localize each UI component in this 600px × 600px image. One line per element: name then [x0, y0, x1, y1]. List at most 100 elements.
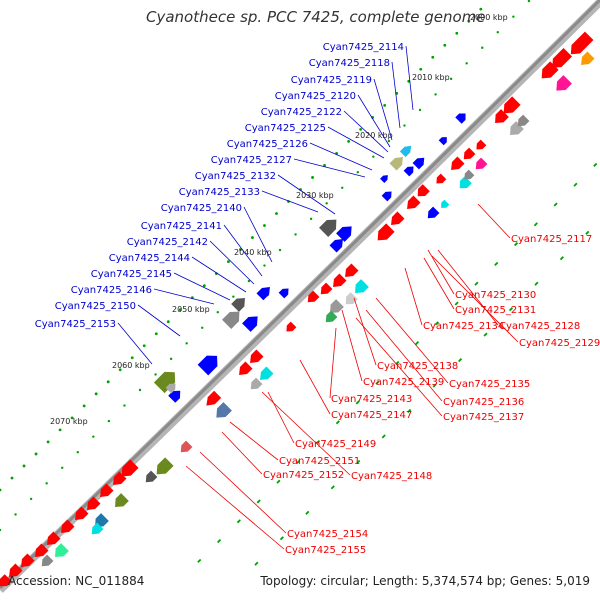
- plus-gene-label[interactable]: Cyan7425_2119: [291, 75, 372, 86]
- gc-dot: [185, 342, 188, 345]
- plus-label-connector: [343, 110, 389, 153]
- gc-dash: [254, 561, 259, 566]
- minus-gene-label[interactable]: Cyan7425_2130: [455, 290, 536, 301]
- gc-dot: [22, 464, 26, 468]
- plus-gene-label[interactable]: Cyan7425_2146: [71, 285, 152, 296]
- minus-gene-label[interactable]: Cyan7425_2129: [519, 338, 600, 349]
- minus-gene-label[interactable]: Cyan7425_2151: [279, 456, 360, 467]
- gc-dot: [275, 212, 278, 215]
- gene-minus: [121, 459, 139, 477]
- plus-gene-label[interactable]: Cyan7425_2132: [195, 171, 276, 182]
- gc-dash: [355, 400, 360, 405]
- gene-track: [0, 31, 595, 587]
- gc-dot: [479, 7, 483, 11]
- gene-minus: [391, 211, 405, 225]
- minus-label-connector: [341, 309, 363, 382]
- plus-gene-label[interactable]: Cyan7425_2153: [35, 319, 116, 330]
- gene-plus: [197, 355, 218, 376]
- kbp-tick-label: 2040 kbp: [234, 248, 272, 257]
- gene-minus: [451, 156, 465, 170]
- kbp-tick-label: 2050 kbp: [172, 305, 210, 314]
- gene-plus: [380, 175, 388, 183]
- gc-dot: [70, 416, 74, 420]
- plus-label-connector: [373, 78, 393, 141]
- minus-gene-label[interactable]: Cyan7425_2117: [511, 234, 592, 245]
- minus-gene-label[interactable]: Cyan7425_2143: [331, 394, 412, 405]
- gc-dot: [232, 295, 235, 298]
- gc-dot: [263, 264, 266, 267]
- minus-gene-label[interactable]: Cyan7425_2128: [499, 321, 580, 332]
- minus-gene-label[interactable]: Cyan7425_2148: [351, 471, 432, 482]
- gene-minus: [355, 279, 369, 293]
- plus-gene-label[interactable]: Cyan7425_2125: [245, 123, 326, 134]
- minus-gene-label[interactable]: Cyan7425_2136: [443, 397, 524, 408]
- gc-dot: [431, 55, 435, 59]
- minus-gene-label[interactable]: Cyan7425_2155: [285, 545, 366, 556]
- gene-minus: [180, 440, 193, 453]
- gene-minus: [35, 543, 49, 557]
- minus-label-connector: [299, 359, 331, 415]
- minus-label-connector: [185, 465, 285, 550]
- plus-gene-label[interactable]: Cyan7425_2140: [161, 203, 242, 214]
- gc-dot: [34, 452, 38, 456]
- gc-dot: [107, 419, 111, 423]
- minus-gene-label[interactable]: Cyan7425_2154: [287, 529, 368, 540]
- gc-dot: [278, 248, 282, 252]
- plus-gene-label[interactable]: Cyan7425_2141: [141, 221, 222, 232]
- minus-label-connector: [365, 309, 443, 402]
- gc-dot: [309, 217, 313, 221]
- gc-dot: [82, 404, 86, 408]
- plus-gene-label[interactable]: Cyan7425_2150: [55, 301, 136, 312]
- minus-gene-label[interactable]: Cyan7425_2139: [363, 377, 444, 388]
- gene-minus: [517, 114, 530, 127]
- gc-dot: [403, 124, 406, 127]
- plus-label-connector: [309, 142, 373, 171]
- minus-label-connector: [427, 249, 455, 295]
- minus-gene-label[interactable]: Cyan7425_2138: [377, 361, 458, 372]
- gene-minus: [476, 139, 487, 150]
- gc-dash: [296, 459, 301, 464]
- plus-label-connector: [357, 94, 391, 148]
- plus-label-connector: [191, 256, 247, 293]
- plus-label-connector: [261, 190, 319, 213]
- gc-dot: [359, 127, 363, 131]
- gene-plus: [222, 311, 240, 329]
- minus-gene-label[interactable]: Cyan7425_2137: [443, 412, 524, 423]
- plus-gene-label[interactable]: Cyan7425_2120: [275, 91, 356, 102]
- plus-gene-label[interactable]: Cyan7425_2133: [179, 187, 260, 198]
- gene-minus: [503, 96, 521, 114]
- plus-gene-label[interactable]: Cyan7425_2122: [261, 107, 342, 118]
- plus-gene-label[interactable]: Cyan7425_2144: [109, 253, 190, 264]
- gc-dash: [434, 321, 439, 326]
- gene-minus: [325, 310, 338, 323]
- gc-dot: [118, 368, 122, 372]
- gc-dash: [559, 256, 564, 261]
- gc-dot: [45, 482, 48, 485]
- gc-dot: [94, 392, 98, 396]
- gc-dot: [201, 326, 204, 329]
- gc-dot: [247, 279, 251, 283]
- plus-gene-label[interactable]: Cyan7425_2127: [211, 155, 292, 166]
- gene-minus: [250, 377, 263, 390]
- gc-dash: [305, 510, 310, 515]
- plus-gene-label[interactable]: Cyan7425_2142: [127, 237, 208, 248]
- minus-gene-label[interactable]: Cyan7425_2149: [295, 439, 376, 450]
- minus-gene-label[interactable]: Cyan7425_2147: [331, 410, 412, 421]
- minus-gene-label[interactable]: Cyan7425_2131: [455, 305, 536, 316]
- plus-gene-label[interactable]: Cyan7425_2145: [91, 269, 172, 280]
- gc-dot: [106, 380, 110, 384]
- gc-dot: [216, 311, 219, 314]
- minus-label-connector: [199, 451, 287, 534]
- minus-gene-label[interactable]: Cyan7425_2152: [263, 470, 344, 481]
- kbp-tick-label: 2030 kbp: [296, 191, 334, 200]
- gene-minus: [239, 361, 253, 375]
- gene-minus: [407, 195, 421, 209]
- minus-gene-label[interactable]: Cyan7425_2134: [423, 321, 504, 332]
- plus-gene-label[interactable]: Cyan7425_2126: [227, 139, 308, 150]
- plus-gene-label[interactable]: Cyan7425_2114: [323, 42, 404, 53]
- gene-plus: [403, 166, 414, 177]
- plus-gene-label[interactable]: Cyan7425_2118: [309, 58, 390, 69]
- gc-dot: [130, 356, 134, 360]
- minus-gene-label[interactable]: Cyan7425_2135: [449, 379, 530, 390]
